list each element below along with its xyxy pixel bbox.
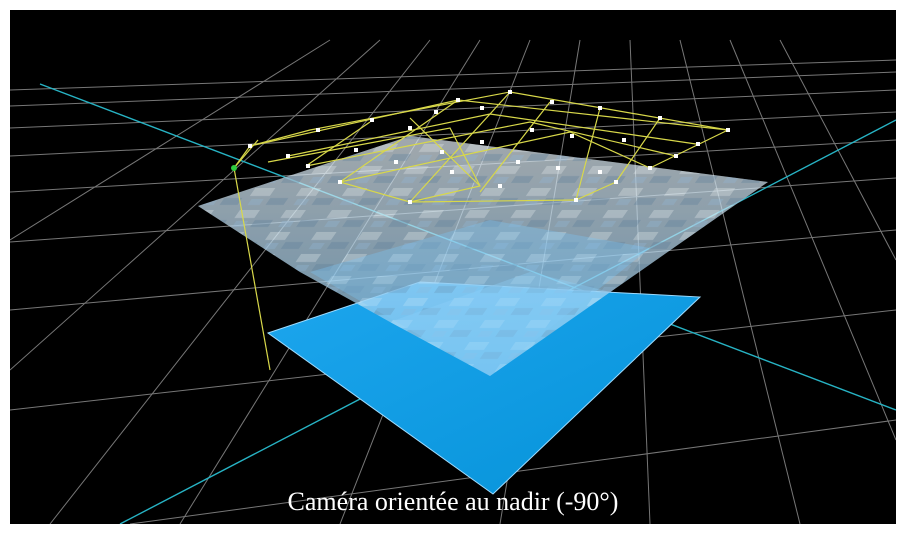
viewport-3d[interactable] — [10, 10, 896, 524]
waypoint — [556, 166, 560, 170]
waypoint — [316, 128, 320, 132]
waypoint — [450, 170, 454, 174]
waypoint — [574, 198, 578, 202]
waypoint — [434, 110, 438, 114]
waypoint — [696, 142, 700, 146]
waypoint — [508, 90, 512, 94]
waypoint — [530, 128, 534, 132]
waypoint — [338, 180, 342, 184]
waypoint — [570, 134, 574, 138]
waypoint — [248, 144, 252, 148]
waypoint — [480, 140, 484, 144]
waypoint — [306, 164, 310, 168]
waypoint — [648, 166, 652, 170]
green-dot-icon — [231, 165, 237, 171]
image-mosaic — [198, 136, 768, 376]
scene-canvas[interactable] — [10, 10, 896, 524]
waypoint — [726, 128, 730, 132]
waypoint — [440, 150, 444, 154]
waypoint — [622, 138, 626, 142]
waypoint — [456, 98, 460, 102]
flight-plan-grid — [233, 91, 729, 371]
caption: Caméra orientée au nadir (-90°) — [287, 487, 619, 516]
waypoint — [480, 106, 484, 110]
waypoint — [674, 154, 678, 158]
waypoint — [394, 160, 398, 164]
waypoint — [550, 100, 554, 104]
waypoint — [408, 200, 412, 204]
waypoint — [516, 160, 520, 164]
waypoint — [598, 170, 602, 174]
waypoints — [248, 90, 730, 204]
waypoint — [286, 154, 290, 158]
waypoint — [408, 126, 412, 130]
waypoint — [370, 118, 374, 122]
waypoint — [598, 106, 602, 110]
waypoint — [498, 184, 502, 188]
waypoint — [658, 116, 662, 120]
waypoint — [614, 180, 618, 184]
waypoint — [354, 148, 358, 152]
